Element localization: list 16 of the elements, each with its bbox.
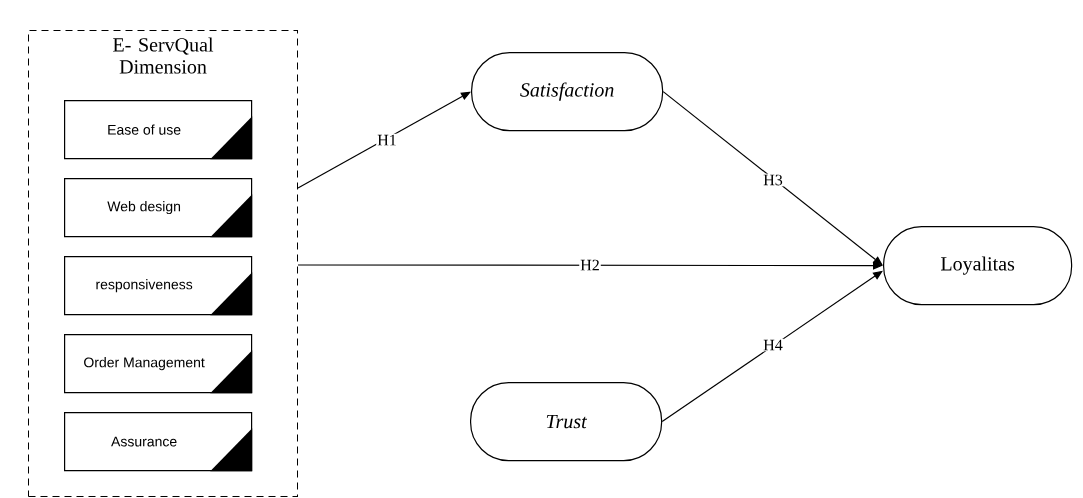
dimension-box: responsiveness xyxy=(64,256,253,316)
edge-label: H2 xyxy=(579,258,601,272)
edge-label: H3 xyxy=(762,173,784,187)
rounded-node: Trust xyxy=(470,382,663,462)
rounded-node: Satisfaction xyxy=(471,52,664,132)
arrow xyxy=(662,91,883,266)
dimension-box: Web design xyxy=(64,178,253,238)
edge-label: H4 xyxy=(762,338,784,352)
rounded-node: Loyalitas xyxy=(883,226,1073,306)
arrow xyxy=(661,270,883,423)
edge-label: H1 xyxy=(376,133,398,147)
dimension-box: Assurance xyxy=(64,412,253,472)
dimension-box: Ease of use xyxy=(64,100,253,160)
dimension-box: Order Management xyxy=(64,334,253,394)
group-heading: E- ServQual Dimension xyxy=(113,37,214,74)
arrow xyxy=(297,91,471,189)
